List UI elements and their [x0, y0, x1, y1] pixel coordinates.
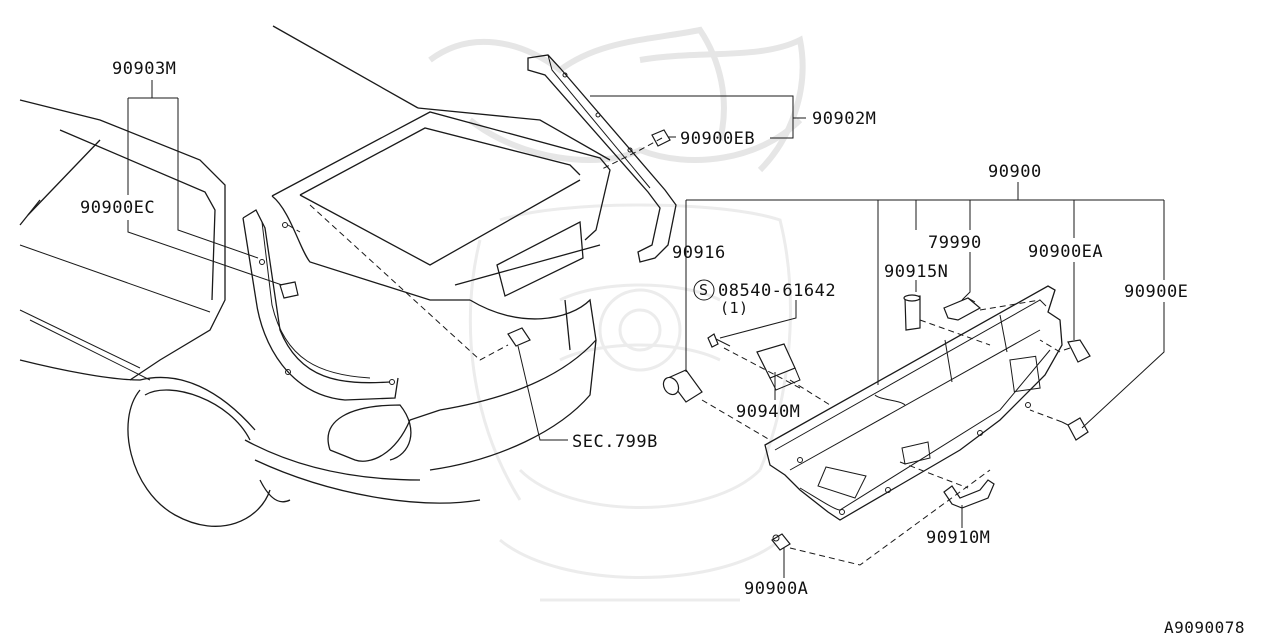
- bolt-08540-61642: [707, 333, 731, 348]
- standard-part-symbol: S: [699, 281, 709, 299]
- leader-lines: [127, 80, 1165, 578]
- clip-sec-799B: [507, 327, 531, 347]
- label-90900A: 90900A: [744, 579, 808, 599]
- clip-90900E: [1061, 417, 1089, 441]
- part-labels: 90903M 90900EC 90902M 90900EB 90900 9091…: [80, 59, 1245, 637]
- label-90900EB: 90900EB: [680, 129, 755, 149]
- label-bolt-number: 08540-61642: [718, 281, 836, 301]
- standard-part-symbol-icon: [693, 279, 715, 301]
- bracket-90940M: [756, 343, 801, 391]
- label-90900E: 90900E: [1124, 282, 1188, 302]
- label-90910M: 90910M: [926, 528, 990, 548]
- label-90902M: 90902M: [812, 109, 876, 129]
- vehicle-body-outline: [19, 25, 611, 527]
- label-sec-799B: SEC.799B: [572, 432, 658, 452]
- clip-90900EA: [1063, 339, 1091, 363]
- label-90903M: 90903M: [112, 59, 176, 79]
- cushion-90915N: [903, 294, 921, 331]
- label-90900EA: 90900EA: [1028, 242, 1103, 262]
- rubber-bumper-90916: [662, 369, 703, 403]
- image-code: A9090078: [1164, 618, 1245, 637]
- label-90900EC: 90900EC: [80, 198, 155, 218]
- stopper-79990: [943, 297, 982, 321]
- bracket-90910M: [943, 479, 995, 509]
- label-90900: 90900: [988, 162, 1042, 182]
- label-bolt-qty: (1): [720, 299, 749, 317]
- label-79990: 79990: [928, 233, 982, 253]
- label-90940M: 90940M: [736, 402, 800, 422]
- small-parts: [507, 294, 1091, 551]
- clip-90900A: [771, 533, 791, 551]
- label-90916: 90916: [672, 243, 726, 263]
- label-90915N: 90915N: [884, 262, 948, 282]
